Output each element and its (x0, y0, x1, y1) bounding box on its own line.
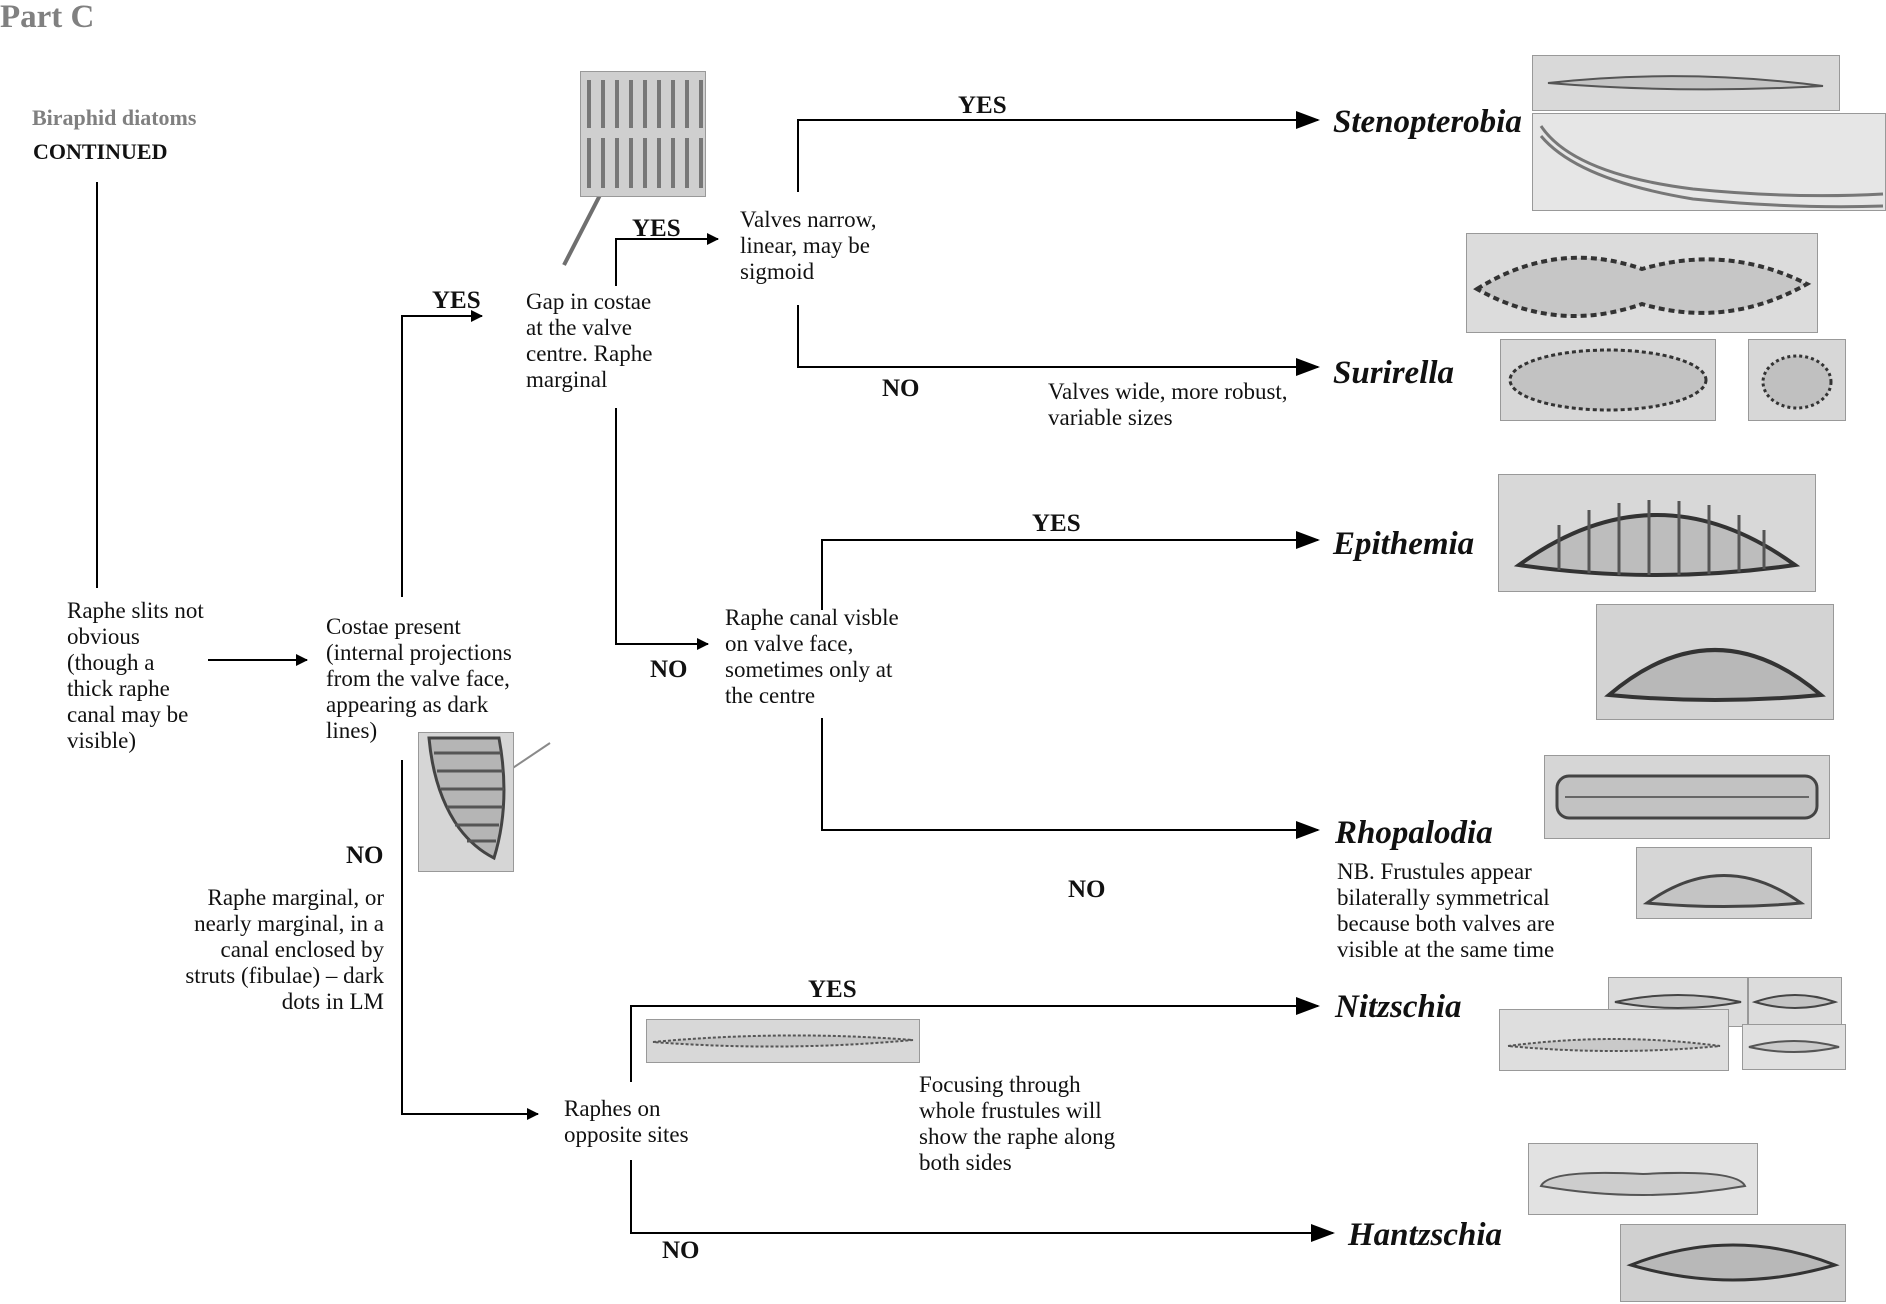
micrograph-surirella-1 (1466, 233, 1818, 333)
no-branch-gap (615, 408, 709, 650)
yes-branch-gap (615, 233, 719, 286)
micrograph-stenopterobia-1 (1532, 55, 1840, 111)
genus-stenopterobia: Stenopterobia (1333, 104, 1522, 140)
genus-rhopalodia: Rhopalodia (1335, 815, 1493, 851)
label-yes-costae: YES (432, 287, 481, 314)
yes-branch-costae (401, 310, 483, 597)
genus-epithemia: Epithemia (1333, 526, 1475, 562)
arrow-to-stenopterobia (797, 111, 1320, 192)
micrograph-rhopalodia-2 (1636, 847, 1812, 919)
node-valves-wide: Valves wide, more robust, variable sizes (1048, 379, 1288, 430)
label-no-canal: NO (1068, 876, 1106, 903)
label-yes-gap: YES (632, 215, 681, 242)
continued-label: CONTINUED (33, 139, 168, 164)
micrograph-rhopalodia-1 (1544, 755, 1830, 839)
label-no-costae: NO (346, 842, 384, 869)
micrograph-surirella-3 (1748, 339, 1846, 421)
label-yes-canal: YES (1032, 510, 1081, 537)
arrow-to-rhopalodia (821, 718, 1320, 839)
part-title: Part C (0, 0, 95, 35)
node-raphe-marginal: Raphe marginal, or nearly marginal, in a… (185, 885, 384, 1014)
micrograph-hantzschia-2 (1620, 1224, 1846, 1302)
node-gap-in-costae: Gap in costae at the valve centre. Raphe… (526, 289, 653, 392)
arrow-to-hantzschia (630, 1160, 1335, 1242)
node-raphe-canal: Raphe canal visble on valve face, someti… (725, 605, 899, 708)
node-focusing-note: Focusing through whole frustules will sh… (919, 1072, 1116, 1175)
label-yes-narrow: YES (958, 92, 1007, 119)
micrograph-raphes-opposite (646, 1019, 920, 1063)
genus-surirella: Surirella (1333, 355, 1455, 391)
node-costae-present: Costae present (internal projections fro… (326, 614, 512, 743)
node-nb-note: NB. Frustules appear bilaterally symmetr… (1337, 859, 1555, 962)
micrograph-epithemia-2 (1596, 604, 1834, 720)
micrograph-costae (418, 732, 514, 872)
label-yes-opposite: YES (808, 976, 857, 1003)
micrograph-nitzschia-2 (1748, 977, 1842, 1027)
arrow-to-epithemia (821, 531, 1320, 610)
label-no-narrow: NO (882, 375, 920, 402)
arrow-to-surirella (797, 305, 1320, 376)
genus-hantzschia: Hantzschia (1348, 1217, 1503, 1253)
micrograph-stenopterobia-2 (1532, 113, 1886, 211)
micrograph-costae-gap (580, 71, 706, 197)
micrograph-surirella-2 (1500, 339, 1716, 421)
node-raphes-opposite: Raphes on opposite sites (564, 1096, 689, 1147)
micrograph-hantzschia-1 (1528, 1143, 1758, 1215)
micrograph-nitzschia-3 (1499, 1009, 1729, 1071)
arrow-to-nitzschia (630, 997, 1320, 1082)
node-raphe-slits: Raphe slits not obvious (though a thick … (67, 598, 204, 753)
no-branch-costae (401, 760, 539, 1120)
node-valves-narrow: Valves narrow, linear, may be sigmoid (740, 207, 877, 284)
genus-nitzschia: Nitzschia (1335, 989, 1462, 1025)
label-no-opposite: NO (662, 1237, 700, 1264)
group-title: Biraphid diatoms (32, 105, 197, 130)
micrograph-epithemia-1 (1498, 474, 1816, 592)
micrograph-nitzschia-4 (1742, 1024, 1846, 1070)
label-no-gap: NO (650, 656, 688, 683)
